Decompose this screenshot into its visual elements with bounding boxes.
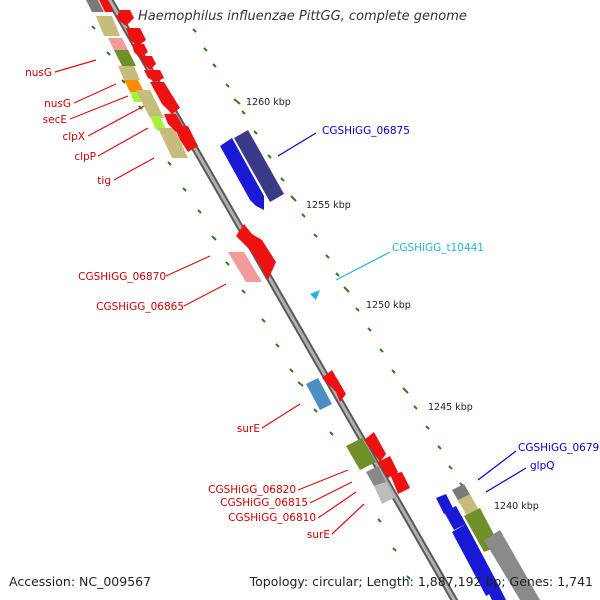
label-cgshigg-06810[interactable]: CGSHiGG_06810 bbox=[228, 512, 316, 524]
scale-label-1240: 1240 kbp bbox=[494, 501, 539, 512]
gene-gray-bottom[interactable] bbox=[484, 530, 540, 600]
label-cgshigg-06815[interactable]: CGSHiGG_06815 bbox=[220, 497, 308, 509]
gene-arrow-red-4[interactable] bbox=[140, 56, 156, 70]
gene-block-lime-2[interactable] bbox=[150, 116, 166, 130]
scale-labels: 1260 kbp 1255 kbp 1250 kbp 1245 kbp 1240… bbox=[246, 97, 539, 512]
label-cgshigg-06865[interactable]: CGSHiGG_06865 bbox=[96, 301, 184, 313]
gene-cgshigg-06875[interactable] bbox=[234, 130, 284, 202]
callout-lines-left bbox=[54, 59, 365, 535]
label-cgshigg-06870[interactable]: CGSHiGG_06870 bbox=[78, 271, 166, 283]
label-clpx[interactable]: clpX bbox=[62, 131, 85, 143]
gene-blue-bottom-1[interactable] bbox=[436, 494, 454, 514]
gene-olive-lower[interactable] bbox=[346, 438, 376, 470]
label-clpp[interactable]: clpP bbox=[74, 151, 96, 163]
label-tig[interactable]: tig bbox=[97, 175, 111, 187]
gene-block-khaki-3[interactable] bbox=[136, 90, 164, 118]
gene-cgshigg-06865[interactable] bbox=[228, 252, 262, 282]
scale-label-1245: 1245 kbp bbox=[428, 402, 473, 413]
gene-cgshigg-06815[interactable] bbox=[378, 456, 398, 478]
gene-arrow-red-8[interactable] bbox=[174, 126, 198, 152]
label-sure-2[interactable]: surE bbox=[307, 529, 330, 541]
label-nusg-2[interactable]: nusG bbox=[44, 98, 71, 110]
gene-sure-lightblue[interactable] bbox=[306, 378, 332, 410]
scale-label-1255: 1255 kbp bbox=[306, 200, 351, 211]
label-cgshigg-06790[interactable]: CGSHiGG_06790 bbox=[518, 442, 600, 454]
trna-cgshigg-t10441[interactable] bbox=[310, 290, 320, 300]
left-gene-column bbox=[86, 0, 198, 158]
gene-arrow-red-6[interactable] bbox=[150, 82, 180, 114]
label-glpq[interactable]: glpQ bbox=[530, 460, 555, 472]
label-sece[interactable]: secE bbox=[43, 114, 67, 126]
gene-labels: nusG nusG secE clpX clpP tig CGSHiGG_068… bbox=[25, 67, 600, 541]
gene-arrow-red-5[interactable] bbox=[144, 70, 164, 82]
gene-cgshigg-06810[interactable] bbox=[366, 466, 386, 486]
scale-label-1260: 1260 kbp bbox=[246, 97, 291, 108]
gene-block-red[interactable] bbox=[99, 0, 114, 12]
label-sure-1[interactable]: surE bbox=[237, 423, 260, 435]
gene-block-khaki-4[interactable] bbox=[158, 128, 188, 158]
gene-blue-bottom-3[interactable] bbox=[452, 524, 500, 596]
gene-blue-bottom-2[interactable] bbox=[444, 506, 466, 530]
gene-cgshigg-06870[interactable] bbox=[236, 224, 276, 280]
gene-arrow-red-1[interactable] bbox=[116, 10, 134, 26]
label-nusg-1[interactable]: nusG bbox=[25, 67, 52, 79]
label-cgshigg-06875[interactable]: CGSHiGG_06875 bbox=[322, 125, 410, 137]
callout-lines-right bbox=[277, 132, 527, 493]
gene-blue-1260[interactable] bbox=[220, 138, 264, 210]
gene-sure-gray-lower[interactable] bbox=[374, 482, 394, 504]
gene-blue-bottom-4[interactable] bbox=[488, 588, 506, 600]
gene-block-khaki[interactable] bbox=[96, 16, 120, 36]
topology-text: Topology: circular; Length: 1,887,192 bp… bbox=[249, 574, 593, 589]
gene-arrow-red-3[interactable] bbox=[132, 44, 148, 58]
gene-red-lower-a[interactable] bbox=[390, 472, 410, 494]
gene-block-orange[interactable] bbox=[124, 80, 144, 92]
gene-arrow-red-2[interactable] bbox=[126, 28, 146, 46]
label-cgshigg-t10441[interactable]: CGSHiGG_t10441 bbox=[392, 242, 484, 254]
accession-text: Accession: NC_009567 bbox=[9, 574, 152, 589]
genome-title: Haemophilus influenzae PittGG, complete … bbox=[138, 9, 467, 24]
label-cgshigg-06820[interactable]: CGSHiGG_06820 bbox=[208, 484, 296, 496]
gene-block-gray[interactable] bbox=[86, 0, 104, 12]
gene-cgshigg-06820[interactable] bbox=[364, 432, 386, 462]
gene-block-olive[interactable] bbox=[114, 50, 136, 66]
gene-sure-red[interactable] bbox=[322, 370, 346, 402]
inner-tick-track bbox=[91, 25, 411, 580]
scale-label-1250: 1250 kbp bbox=[366, 300, 411, 311]
gene-block-khaki-2[interactable] bbox=[118, 66, 140, 80]
gene-block-pink[interactable] bbox=[108, 38, 128, 50]
